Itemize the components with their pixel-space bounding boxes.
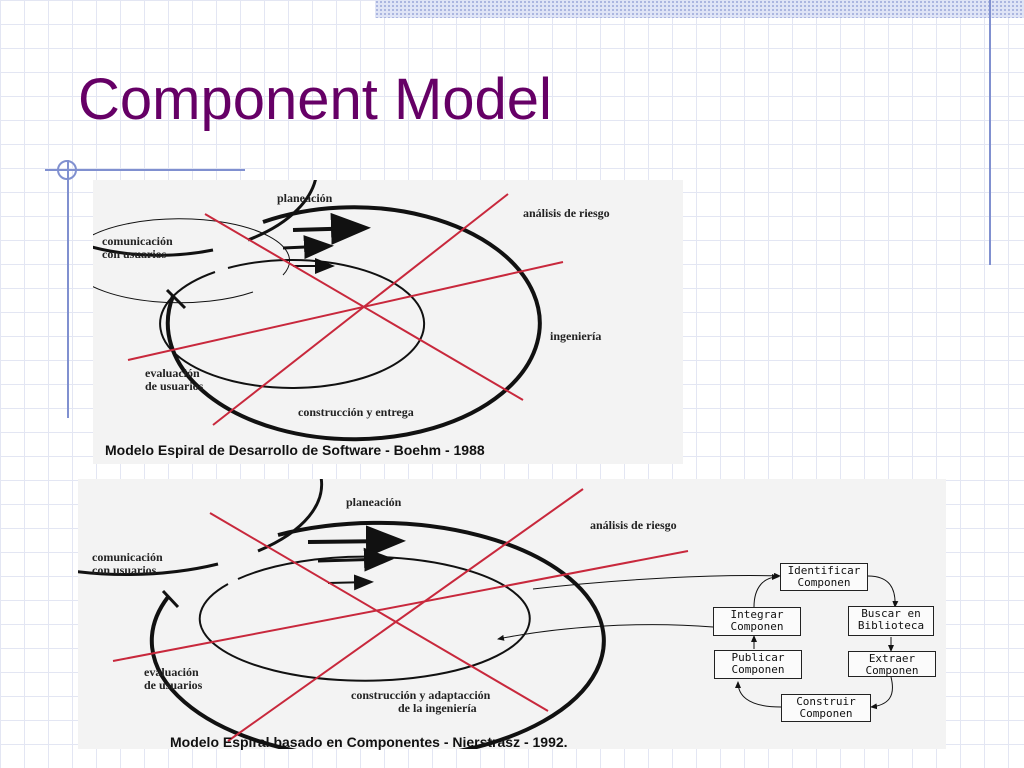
figure1-caption: Modelo Espiral de Desarrollo de Software… bbox=[105, 442, 485, 458]
spiral-arrow-mid bbox=[282, 235, 334, 260]
red-axis-line-3 bbox=[127, 261, 564, 361]
box-build-line1: Construir bbox=[796, 695, 856, 708]
box-publish-line2: Componen bbox=[731, 663, 785, 676]
red2-axis-line-3 bbox=[112, 550, 689, 662]
box-publish-component: Publicar Componen bbox=[714, 650, 802, 679]
decorative-ring bbox=[57, 160, 77, 180]
component-spiral-diagram bbox=[78, 479, 899, 749]
label2-construction-1: construcción y adaptacción bbox=[351, 688, 491, 702]
label-construction: construcción y entrega bbox=[298, 405, 414, 419]
spiral2-arrow-top bbox=[307, 525, 406, 558]
spiral2-arrow-inner bbox=[327, 574, 374, 591]
flow-identify-to-search bbox=[867, 575, 899, 608]
label-evaluation-2: de usuarios bbox=[145, 379, 204, 393]
flow-integrate-to-identify bbox=[753, 574, 779, 608]
label-evaluation-1: evaluación bbox=[145, 366, 200, 380]
spiral2-outer-arc bbox=[149, 520, 606, 749]
left-vertical-rule bbox=[67, 160, 69, 418]
label2-communication-1: comunicación bbox=[92, 550, 163, 564]
component-spiral-figure: planeación análisis de riesgo comunicaci… bbox=[78, 479, 946, 750]
box-build-component: Construir Componen bbox=[781, 694, 871, 722]
label2-risk-analysis: análisis de riesgo bbox=[590, 518, 677, 532]
spiral-arrow-top bbox=[292, 212, 371, 245]
flow-integrate-to-spiral bbox=[497, 624, 714, 641]
box-identify-component: Identificar Componen bbox=[780, 563, 868, 591]
box-build-line2: Componen bbox=[799, 707, 853, 720]
box-integrate-component: Integrar Componen bbox=[713, 607, 801, 636]
spiral-inner-arc bbox=[159, 258, 426, 389]
spiral2-inner-arc bbox=[198, 555, 531, 682]
box-identify-line1: Identificar bbox=[787, 564, 861, 577]
box-integrate-line1: Integrar bbox=[730, 608, 784, 621]
spiral-outer-arc bbox=[165, 205, 542, 442]
right-vertical-rule bbox=[989, 0, 991, 265]
red2-axis-line-1 bbox=[209, 512, 549, 712]
boehm-spiral-diagram bbox=[93, 180, 564, 442]
top-decorative-band bbox=[375, 0, 1024, 18]
box-identify-line2: Componen bbox=[797, 576, 851, 589]
boehm-spiral-figure: planeación análisis de riesgo comunicaci… bbox=[93, 180, 683, 464]
box-extract-component: Extraer Componen bbox=[848, 651, 936, 677]
label2-construction-2: de la ingeniería bbox=[398, 701, 477, 715]
spiral2-arrow-mid bbox=[317, 547, 394, 572]
label-planning: planeación bbox=[277, 191, 333, 205]
left-horizontal-rule bbox=[45, 169, 245, 171]
flow-build-to-publish bbox=[735, 681, 782, 708]
label2-planning: planeación bbox=[346, 495, 402, 509]
label2-evaluation-1: evaluación bbox=[144, 665, 199, 679]
slide-title: Component Model bbox=[78, 67, 552, 132]
box-publish-line1: Publicar bbox=[731, 651, 785, 664]
label-communication-1: comunicación bbox=[102, 234, 173, 248]
label-engineering: ingeniería bbox=[550, 329, 602, 343]
box-extract-line2: Componen bbox=[865, 664, 919, 677]
flow-spiral-to-identify bbox=[532, 572, 781, 590]
spiral-core-arc bbox=[93, 218, 290, 304]
label2-communication-2: con usuarios bbox=[92, 563, 157, 577]
flow-extract-to-build bbox=[870, 676, 893, 710]
box-search-library: Buscar en Biblioteca bbox=[848, 606, 934, 636]
label2-evaluation-2: de usuarios bbox=[144, 678, 203, 692]
box-extract-line1: Extraer bbox=[868, 652, 916, 665]
label-risk-analysis: análisis de riesgo bbox=[523, 206, 610, 220]
label-communication-2: con usuarios bbox=[102, 247, 167, 261]
box-search-line2: Biblioteca bbox=[857, 619, 925, 632]
box-integrate-line2: Componen bbox=[730, 620, 784, 633]
red2-axis-line-2 bbox=[227, 488, 584, 742]
box-search-line1: Buscar en bbox=[861, 607, 921, 620]
figure2-caption: Modelo Espiral basado en Componentes - N… bbox=[170, 734, 568, 750]
red-axis-line-2 bbox=[212, 193, 509, 426]
